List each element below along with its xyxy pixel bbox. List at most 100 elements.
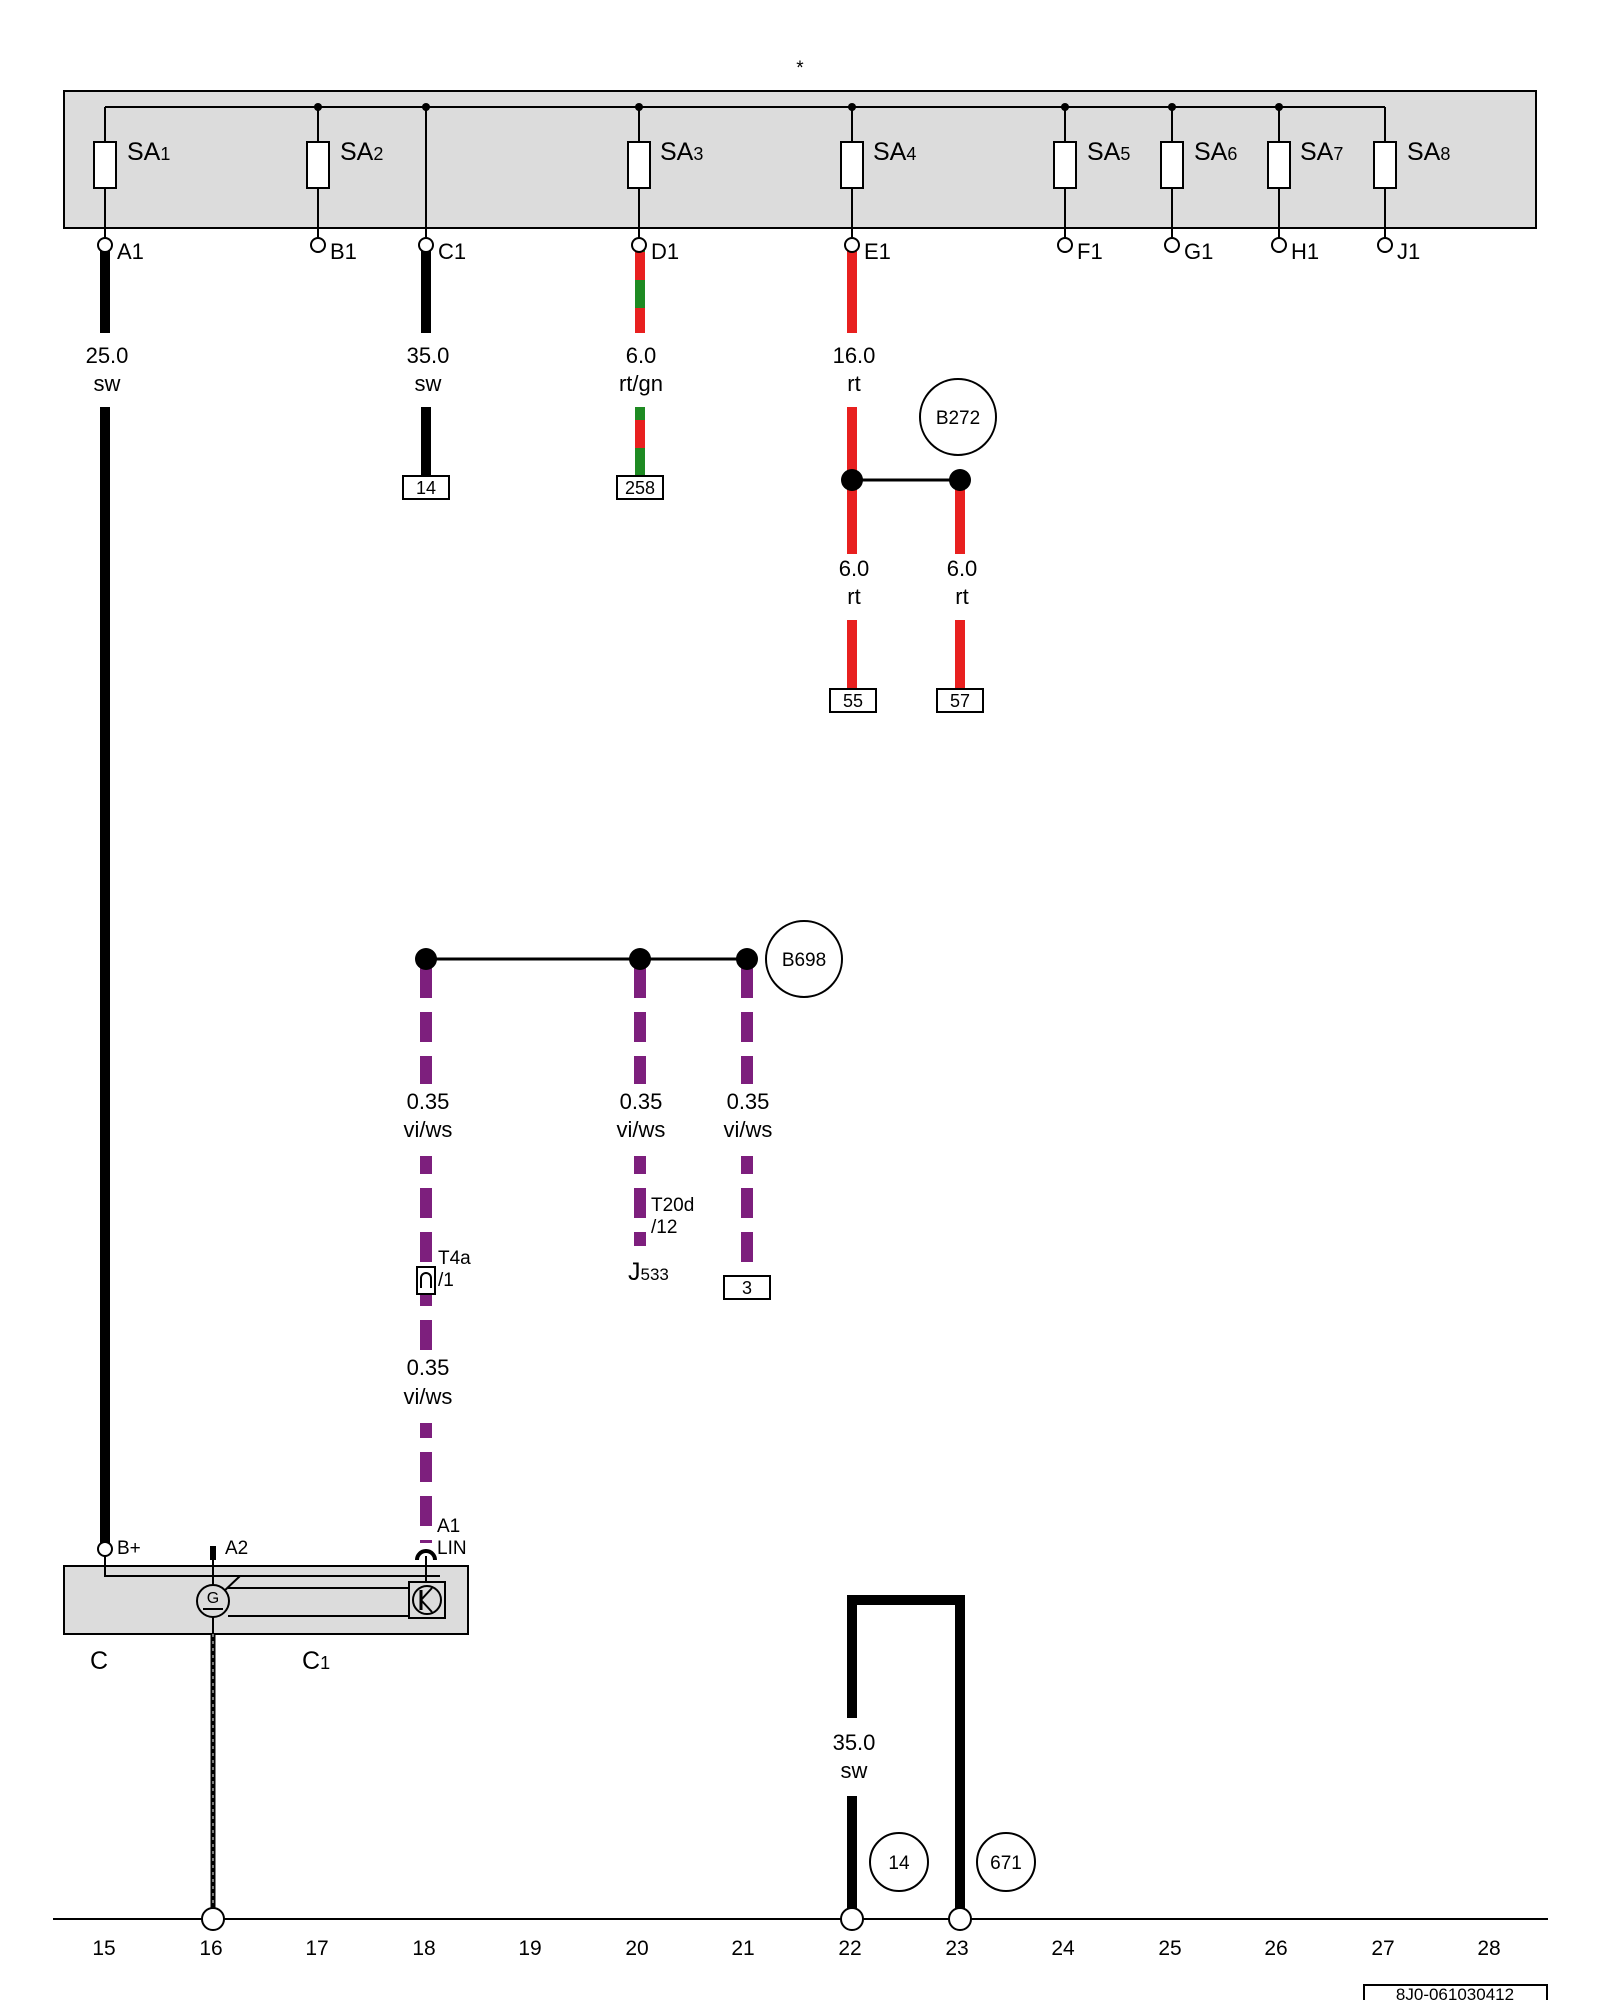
wire-gauge-lin-mid: 0.35 — [620, 1089, 663, 1114]
ref-box-d1 — [616, 475, 664, 500]
splice-node — [949, 469, 971, 491]
splice-b272-label: B272 — [936, 408, 980, 429]
wire-color-d1: rt/gn — [619, 371, 663, 396]
fuse-block: SA1 SA2 SA3 SA4 SA5 SA6 SA7 SA8 — [63, 90, 1537, 240]
ground-ref-14-marker — [869, 1832, 929, 1892]
terminal-label-g1: G1 — [1184, 239, 1213, 264]
column-number: 21 — [731, 1937, 754, 1960]
component-j533-label: J533 — [628, 1258, 669, 1286]
fuse-label-sa4: SA4 — [873, 138, 916, 166]
splice-b698-marker — [765, 920, 843, 998]
wire-gauge-e1: 16.0 — [833, 343, 876, 368]
wire-color-e1: rt — [847, 371, 860, 396]
column-number: 22 — [838, 1937, 861, 1960]
terminal-e1 — [844, 237, 860, 253]
wire-gauge-e1-right: 6.0 — [947, 556, 978, 581]
wire-gauge-a1: 25.0 — [86, 343, 129, 368]
fuse-symbol — [1373, 141, 1397, 189]
terminal-g1 — [1164, 237, 1180, 253]
ref-box-c1 — [402, 475, 450, 500]
column-number: 20 — [625, 1937, 648, 1960]
alternator-label-c: C — [90, 1647, 108, 1675]
alternator-pin-a2-label: A2 — [225, 1538, 248, 1559]
wire-d1-rtgn — [635, 247, 645, 477]
column-number: 24 — [1051, 1937, 1075, 1960]
wire-gauge-d1: 6.0 — [626, 343, 657, 368]
ref-label-c1: 14 — [416, 478, 436, 498]
splice-node — [415, 948, 437, 970]
terminal-h1 — [1271, 237, 1287, 253]
column-number: 16 — [199, 1937, 222, 1960]
ground-point-16 — [201, 1907, 225, 1931]
ground-point-22 — [840, 1907, 864, 1931]
column-number: 17 — [305, 1937, 328, 1960]
ref-label-lin-right: 3 — [742, 1278, 752, 1298]
generator-symbol-label: G — [207, 1590, 219, 1607]
column-number: 27 — [1371, 1937, 1394, 1960]
column-number: 19 — [518, 1937, 541, 1960]
ground-ref-14-label: 14 — [888, 1853, 910, 1874]
terminal-label-b1: B1 — [330, 239, 357, 264]
connector-t4a-symbol — [416, 1266, 436, 1295]
fuse-symbol — [1053, 141, 1077, 189]
column-number: 28 — [1477, 1937, 1500, 1960]
fuse-label-sa1: SA1 — [127, 138, 170, 166]
wire-gauge-lin-right: 0.35 — [727, 1089, 770, 1114]
ref-label-d1: 258 — [625, 478, 655, 498]
wire-gauge-lin-left-upper: 0.35 — [407, 1089, 450, 1114]
alternator-housing — [63, 1565, 469, 1635]
fuse-label-sa2: SA2 — [340, 138, 383, 166]
column-number: 15 — [92, 1937, 115, 1960]
alternator-label-c1: C1 — [302, 1647, 330, 1675]
fuse-label-sa6: SA6 — [1194, 138, 1237, 166]
connector-t20d-label: T20d/12 — [651, 1195, 694, 1238]
fuse-label-sa8: SA8 — [1407, 138, 1450, 166]
alternator-pin-bplus-label: B+ — [117, 1538, 141, 1559]
fuse-symbol — [627, 141, 651, 189]
alternator-pin-a1 — [415, 1549, 437, 1561]
fuse-label-sa7: SA7 — [1300, 138, 1343, 166]
column-number: 23 — [945, 1937, 968, 1960]
connector-t4a-label: T4a/1 — [438, 1248, 471, 1291]
fuse-symbol — [840, 141, 864, 189]
fuse-symbol — [93, 141, 117, 189]
terminal-j1 — [1377, 237, 1393, 253]
wire-lin-vi-ws — [420, 964, 753, 1543]
terminal-label-e1: E1 — [864, 239, 891, 264]
wire-color-ground-loop: sw — [841, 1758, 868, 1783]
ref-box-lin-right — [723, 1275, 771, 1300]
terminal-f1 — [1057, 237, 1073, 253]
ref-box-e1-right — [936, 688, 984, 713]
ground-ref-671-marker — [976, 1832, 1036, 1892]
wire-e1-rt — [847, 247, 965, 689]
wire-gauge-ground-loop: 35.0 — [833, 1730, 876, 1755]
terminal-label-j1: J1 — [1397, 239, 1420, 264]
wire-c1-sw — [421, 247, 431, 477]
alternator-pin-lin-label: LIN — [437, 1538, 467, 1559]
diagram-id-box — [1363, 1984, 1548, 2000]
regulator-symbol — [408, 1581, 446, 1619]
splice-node — [736, 948, 758, 970]
alternator-pin-a2 — [210, 1546, 216, 1560]
terminal-d1 — [631, 237, 647, 253]
wire-gauge-e1-left: 6.0 — [839, 556, 870, 581]
splice-b272-marker — [919, 378, 997, 456]
fuse-label-sa5: SA5 — [1087, 138, 1130, 166]
connector-t4a-pin — [420, 1272, 432, 1288]
terminal-a1 — [97, 237, 113, 253]
terminal-label-h1: H1 — [1291, 239, 1319, 264]
wire-gauge-c1: 35.0 — [407, 343, 450, 368]
ref-label-e1-left: 55 — [843, 691, 863, 711]
splice-b698-label: B698 — [782, 950, 826, 971]
column-number: 18 — [412, 1937, 435, 1960]
terminal-c1 — [418, 237, 434, 253]
ref-box-e1-left — [829, 688, 877, 713]
wire-color-lin-right: vi/ws — [724, 1117, 773, 1142]
column-numbers: 15 16 17 18 19 20 21 22 23 24 25 26 27 2… — [92, 1937, 1500, 1960]
splice-node — [841, 469, 863, 491]
fuse-symbol — [306, 141, 330, 189]
ground-ref-671-label: 671 — [990, 1853, 1022, 1874]
ground-point-23 — [948, 1907, 972, 1931]
header-mark: * — [796, 58, 804, 79]
wire-color-lin-left-lower: vi/ws — [404, 1384, 453, 1409]
